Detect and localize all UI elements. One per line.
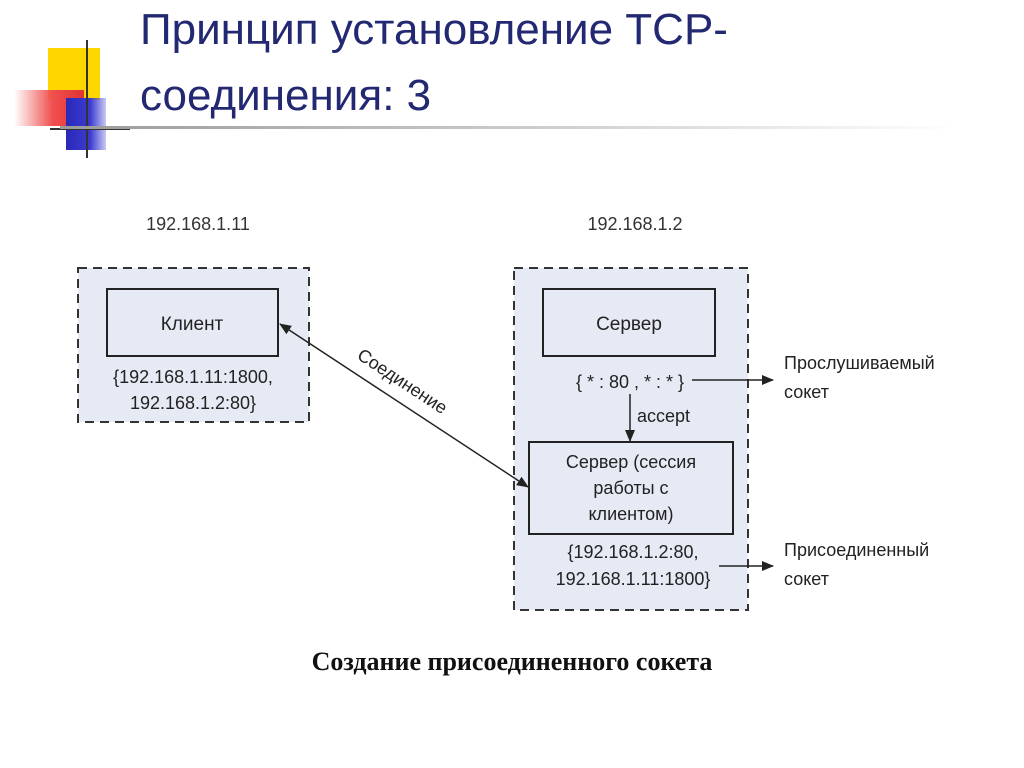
session-label-line-1: Сервер (сессия (566, 452, 696, 472)
listening-socket-label-line-1: Прослушиваемый (784, 353, 935, 373)
server-box (542, 288, 716, 357)
decor-vertical-line (86, 40, 88, 158)
server-ip-label: 192.168.1.2 (587, 214, 682, 234)
connection-arrow (279, 323, 529, 488)
slide-title-line-2: соединения: 3 (140, 71, 432, 120)
client-label: Клиент (161, 314, 224, 335)
listening-socket-label-line-2: сокет (784, 382, 829, 402)
listen-addr-label: { * : 80 , * : * } (576, 372, 684, 392)
slide-title-line-1: Принцип установление TCP- (140, 5, 728, 54)
decor-horizontal-line (50, 128, 130, 130)
client-ip-label: 192.168.1.11 (146, 214, 250, 234)
accept-label: accept (637, 406, 690, 426)
connected-socket-label-line-2: сокет (784, 569, 829, 589)
session-box (528, 441, 734, 535)
client-box (106, 288, 279, 357)
client-addr-line-1: {192.168.1.11:1800, (113, 367, 273, 387)
session-label-line-3: клиентом) (588, 504, 673, 524)
client-addr-line-2: 192.168.1.2:80} (130, 393, 256, 413)
session-label-line-2: работы с (593, 478, 668, 498)
title-underline (60, 126, 960, 129)
connected-socket-label-line-1: Присоединенный (784, 540, 929, 560)
session-addr-line-2: 192.168.1.11:1800} (556, 569, 711, 589)
figure-caption: Создание присоединенного сокета (311, 647, 713, 676)
session-addr-line-1: {192.168.1.2:80, (567, 542, 698, 562)
server-label: Сервер (596, 314, 662, 335)
